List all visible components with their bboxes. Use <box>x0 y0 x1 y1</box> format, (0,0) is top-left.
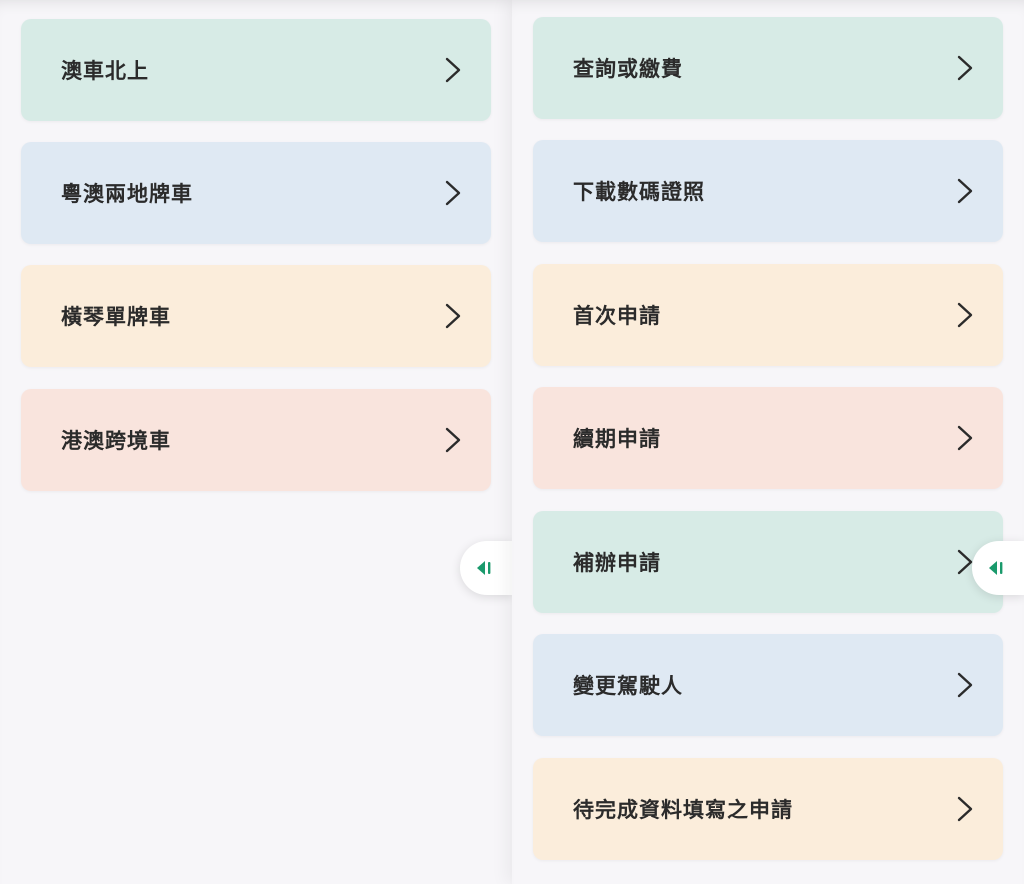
menu-card-label: 首次申請 <box>573 304 661 328</box>
menu-card-label: 續期申請 <box>573 427 661 451</box>
menu-card-label: 橫琴單牌車 <box>61 305 171 329</box>
menu-card-renewal-application[interactable]: 續期申請 <box>533 387 1003 489</box>
menu-card-hk-macau-cross-border[interactable]: 港澳跨境車 <box>21 389 491 491</box>
menu-card-guangdong-macau-plates[interactable]: 粵澳兩地牌車 <box>21 142 491 244</box>
chevron-right-icon <box>957 55 973 81</box>
chevron-right-icon <box>445 180 461 206</box>
chevron-right-icon <box>957 178 973 204</box>
menu-card-replacement-application[interactable]: 補辦申請 <box>533 511 1003 613</box>
collapse-panel-button-right[interactable] <box>972 541 1024 595</box>
menu-card-download-digital-license[interactable]: 下載數碼證照 <box>533 140 1003 242</box>
chevron-right-icon <box>957 549 973 575</box>
chevron-right-icon <box>957 302 973 328</box>
menu-card-label: 粵澳兩地牌車 <box>61 182 193 206</box>
menu-card-label: 變更駕駛人 <box>573 674 683 698</box>
chevron-right-icon <box>957 796 973 822</box>
menu-card-label: 澳車北上 <box>61 59 149 83</box>
menu-card-hengqin-single-plate[interactable]: 橫琴單牌車 <box>21 265 491 367</box>
menu-card-macau-vehicles-northbound[interactable]: 澳車北上 <box>21 19 491 121</box>
collapse-left-icon <box>477 561 491 575</box>
menu-card-label: 港澳跨境車 <box>61 429 171 453</box>
collapse-left-icon <box>989 561 1003 575</box>
menu-card-first-application[interactable]: 首次申請 <box>533 264 1003 366</box>
chevron-right-icon <box>957 672 973 698</box>
left-panel: 澳車北上 粵澳兩地牌車 橫琴單牌車 港澳跨境車 <box>21 19 491 491</box>
chevron-right-icon <box>445 427 461 453</box>
menu-card-label: 待完成資料填寫之申請 <box>573 798 793 822</box>
menu-card-label: 查詢或繳費 <box>573 57 683 81</box>
chevron-right-icon <box>445 57 461 83</box>
menu-card-pending-applications[interactable]: 待完成資料填寫之申請 <box>533 758 1003 860</box>
menu-card-label: 補辦申請 <box>573 551 661 575</box>
menu-card-label: 下載數碼證照 <box>573 180 705 204</box>
menu-card-query-or-pay[interactable]: 查詢或繳費 <box>533 17 1003 119</box>
right-panel: 查詢或繳費 下載數碼證照 首次申請 續期申請 補辦申請 變更駕駛人 待完成資料填… <box>512 0 1024 884</box>
collapse-panel-button[interactable] <box>460 541 512 595</box>
chevron-right-icon <box>445 303 461 329</box>
chevron-right-icon <box>957 425 973 451</box>
menu-card-change-driver[interactable]: 變更駕駛人 <box>533 634 1003 736</box>
